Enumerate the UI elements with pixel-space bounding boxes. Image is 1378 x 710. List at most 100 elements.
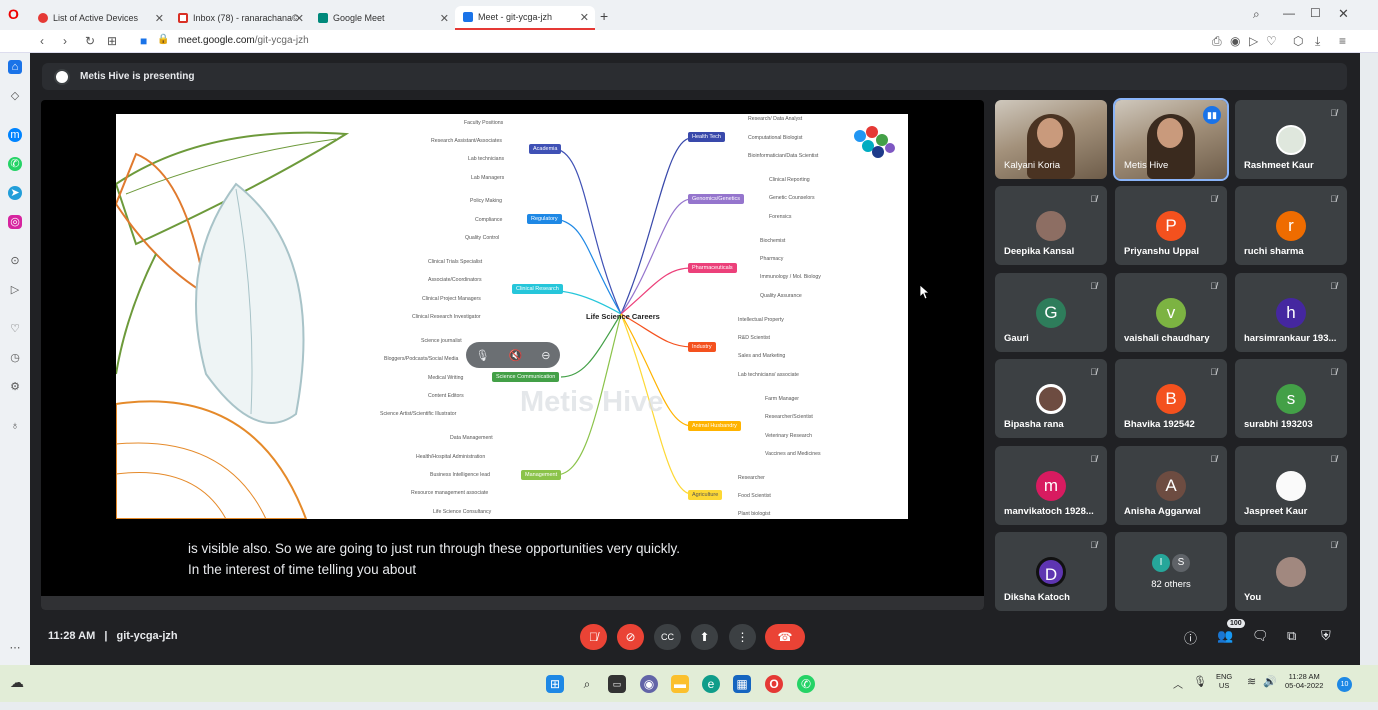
others-tile[interactable]: I S 82 others	[1115, 532, 1227, 611]
participant-tile[interactable]: 🎙̸ r ruchi sharma	[1235, 186, 1347, 265]
participant-tile[interactable]: Kalyani Koria	[995, 100, 1107, 179]
tray-chevron-icon[interactable]: ︿	[1173, 680, 1183, 691]
volume-icon[interactable]: 🔊	[1263, 676, 1277, 688]
bookmarks-icon[interactable]: ♡	[10, 323, 20, 335]
store-icon[interactable]: ▦	[733, 675, 751, 693]
participant-tile[interactable]: 🎙̸ Jaspreet Kaur	[1235, 446, 1347, 525]
opera-menu-icon[interactable]: O	[8, 6, 19, 22]
participant-tile[interactable]: 🎙̸ Deepika Kansal	[995, 186, 1107, 265]
start-icon[interactable]: ⊞	[546, 675, 564, 693]
search-tabs-icon[interactable]: ⌕	[1253, 7, 1260, 21]
participant-tile[interactable]: 🎙̸ s surabhi 193203	[1235, 359, 1347, 438]
edge-icon[interactable]: e	[702, 675, 720, 693]
leaf-item: Compliance	[475, 217, 503, 223]
meet-icon	[318, 13, 328, 23]
participant-tile[interactable]: 🎙̸ h harsimrankaur 193...	[1235, 273, 1347, 352]
tab-active-devices[interactable]: List of Active Devices ✕	[30, 6, 170, 30]
settings-icon[interactable]: ⚙	[10, 381, 20, 393]
mute-speaker-icon[interactable]: 🔇	[508, 349, 523, 362]
camera-indicator-icon[interactable]: ■	[140, 34, 148, 48]
participant-avatar	[1276, 125, 1306, 155]
participant-tile[interactable]: 🎙̸ D Diksha Katoch	[995, 532, 1107, 611]
camera-toggle-button[interactable]: ⊘	[617, 624, 644, 650]
heart-icon[interactable]: ♡	[1266, 34, 1277, 48]
wifi-icon[interactable]: ≋	[1247, 676, 1257, 688]
telegram-icon[interactable]: ➤	[8, 186, 22, 200]
participant-tile[interactable]: 🎙̸ Rashmeet Kaur	[1235, 100, 1347, 179]
leave-call-button[interactable]: ☎	[765, 624, 805, 650]
microphone-icon[interactable]: 🎙	[1193, 676, 1207, 688]
weather-icon[interactable]: ☁	[10, 674, 24, 690]
participant-tile[interactable]: 🎙̸ P Priyanshu Uppal	[1115, 186, 1227, 265]
new-tab-button[interactable]: +	[600, 8, 609, 24]
reload-icon[interactable]: ↻	[85, 34, 96, 48]
task-view-icon[interactable]: ▭	[608, 675, 626, 693]
whatsapp-icon[interactable]: ✆	[8, 157, 22, 171]
participant-tile[interactable]: ▮▮ Metis Hive	[1113, 98, 1229, 181]
snapshot-icon[interactable]: ⎙	[1212, 34, 1222, 48]
send-icon[interactable]: ▷	[10, 284, 20, 296]
participant-tile[interactable]: 🎙̸ m manvikatoch 1928...	[995, 446, 1107, 525]
tab-meet-active[interactable]: Meet - git-ycga-jzh ✕	[455, 6, 595, 30]
history-icon[interactable]: ◷	[10, 352, 20, 364]
opera-taskbar-icon[interactable]: O	[765, 675, 783, 693]
camera-icon[interactable]: ◉	[1230, 34, 1241, 48]
present-button[interactable]: ⬆	[691, 624, 718, 650]
url-field[interactable]: meet.google.com/git-ycga-jzh	[178, 35, 309, 46]
leaf-item: Policy Making	[470, 198, 503, 204]
participant-tile-self[interactable]: 🎙̸ You	[1235, 532, 1347, 611]
captions-button[interactable]: CC	[654, 624, 681, 650]
maximize-button[interactable]: ☐	[1310, 6, 1321, 20]
tab-inbox[interactable]: Inbox (78) - ranarachana© ✕	[170, 6, 310, 30]
chat-icon[interactable]: 🗨	[1252, 628, 1269, 643]
instagram-icon[interactable]: ◎	[8, 215, 22, 229]
back-icon[interactable]: ‹	[40, 34, 44, 48]
close-tab-icon[interactable]: ✕	[294, 12, 304, 25]
more-icon[interactable]: ⋯	[9, 642, 21, 654]
forward-icon[interactable]: ›	[63, 34, 67, 48]
menu-icon[interactable]: ≡	[1339, 34, 1347, 48]
messenger-icon[interactable]: m	[8, 128, 22, 142]
participant-tile[interactable]: 🎙̸ v vaishali chaudhary	[1115, 273, 1227, 352]
participant-tile[interactable]: 🎙̸ G Gauri	[995, 273, 1107, 352]
file-explorer-icon[interactable]: ▬	[671, 675, 689, 693]
close-window-button[interactable]: ✕	[1338, 6, 1349, 21]
opera-sidebar: ⌂ ◇ m ✆ ➤ ◎ ⊙ ▷ ♡ ◷ ⚙ ♁ ⋯	[0, 53, 30, 665]
mic-toggle-button[interactable]: 🎙̸	[580, 624, 607, 650]
participant-avatar	[1036, 384, 1066, 414]
participant-tile[interactable]: 🎙̸ B Bhavika 192542	[1115, 359, 1227, 438]
send-icon[interactable]: ▷	[1249, 34, 1259, 48]
mic-off-icon[interactable]: 🎙	[475, 349, 490, 362]
close-tab-icon[interactable]: ✕	[154, 12, 164, 25]
home-icon[interactable]: ⌂	[8, 60, 22, 74]
chat-app-icon[interactable]: ◉	[640, 675, 658, 693]
more-options-button[interactable]: ⋮	[729, 624, 756, 650]
search-icon[interactable]: ⌕	[583, 677, 591, 691]
participant-tile[interactable]: 🎙̸ Bipasha rana	[995, 359, 1107, 438]
participant-tile[interactable]: 🎙̸ A Anisha Aggarwal	[1115, 446, 1227, 525]
whatsapp-taskbar-icon[interactable]: ✆	[797, 675, 815, 693]
minimize-button[interactable]: —	[1283, 6, 1295, 20]
close-tab-icon[interactable]: ✕	[579, 11, 589, 24]
tabs-grid-icon[interactable]: ⊞	[107, 34, 118, 48]
extensions-icon[interactable]: ⬡	[1293, 34, 1304, 48]
leaf-item: Genetic Counselors	[769, 195, 815, 201]
language-indicator[interactable]: ENG US	[1216, 672, 1232, 690]
activities-icon[interactable]: ⧉	[1287, 628, 1297, 643]
speed-dial-icon[interactable]: ◇	[10, 90, 20, 102]
close-tab-icon[interactable]: ✕	[439, 12, 449, 25]
system-clock[interactable]: 11:28 AM 05-04-2022	[1285, 672, 1323, 690]
leaf-item: Research Assistant/Associates	[431, 138, 502, 144]
leaf-item: Veterinary Research	[765, 433, 812, 439]
download-icon[interactable]: ⤓	[1315, 34, 1321, 48]
info-icon[interactable]: ⓘ	[1184, 631, 1198, 646]
notification-badge[interactable]: 10	[1337, 677, 1352, 692]
player-icon[interactable]: ⊙	[10, 255, 20, 267]
tab-google-meet[interactable]: Google Meet ✕	[310, 6, 455, 30]
lock-icon[interactable]: 🔒	[157, 34, 170, 45]
mic-off-icon: 🎙̸	[1330, 367, 1337, 377]
host-controls-icon[interactable]: ⛨	[1321, 628, 1331, 643]
people-icon[interactable]: 👥	[1217, 628, 1234, 643]
minimize-icon[interactable]: ⊖	[541, 349, 551, 362]
tips-icon[interactable]: ♁	[10, 420, 20, 432]
